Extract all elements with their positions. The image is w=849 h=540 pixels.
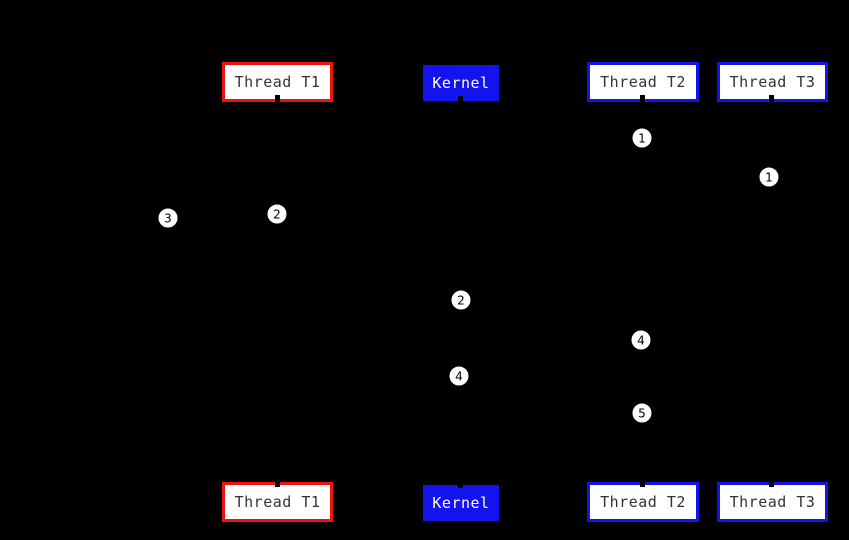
participant-kernel-bottom: Kernel <box>423 485 499 521</box>
step-marker: 2 <box>266 203 288 225</box>
lifeline-tick <box>769 478 774 487</box>
step-marker: 3 <box>157 207 179 229</box>
participant-label: Thread T3 <box>729 493 816 511</box>
participant-label: Kernel <box>432 494 490 512</box>
step-marker: 4 <box>630 329 652 351</box>
lifeline-tick <box>275 478 280 487</box>
lifeline-tick <box>458 96 463 105</box>
step-marker: 1 <box>631 127 653 149</box>
participant-label: Kernel <box>432 74 490 92</box>
lifeline-tick <box>640 95 645 104</box>
participant-label: Thread T2 <box>600 73 686 91</box>
step-marker: 5 <box>631 402 653 424</box>
step-marker: 2 <box>450 289 472 311</box>
step-marker: 4 <box>448 365 470 387</box>
participant-thread-t3-bottom: Thread T3 <box>717 482 828 522</box>
participant-thread-t1-bottom: Thread T1 <box>222 482 333 522</box>
step-marker: 1 <box>758 166 780 188</box>
lifeline-tick <box>275 95 280 104</box>
participant-label: Thread T1 <box>234 73 321 91</box>
lifeline-tick <box>769 95 774 104</box>
participant-label: Thread T3 <box>729 73 816 91</box>
participant-label: Thread T2 <box>600 493 686 511</box>
participant-label: Thread T1 <box>234 493 321 511</box>
lifeline-tick <box>458 479 463 488</box>
lifeline-tick <box>640 478 645 487</box>
participant-thread-t2-bottom: Thread T2 <box>587 482 699 522</box>
